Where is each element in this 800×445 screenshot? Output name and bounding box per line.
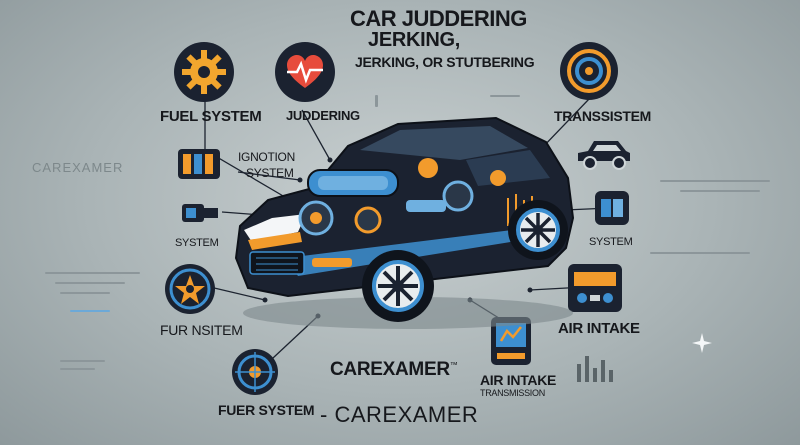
equalizer-icon [577,356,613,382]
background-streak [70,310,110,312]
label-transmission: TRANSMISSION [480,388,545,398]
label-air-intake-bottom: AIR INTAKE [480,372,557,388]
heartbeat-icon [275,42,335,102]
label-fur-nsitem: FUR NSITEM [160,322,243,338]
brand-name-bottom: - CAREXAMER [320,402,478,428]
brand-dash: - [320,402,335,427]
filter-icon [595,191,629,225]
label-system-right: SYSTEM [589,236,633,248]
label-air-intake-right: AIR INTAKE [558,320,640,337]
background-streak [60,360,105,362]
target-dial-icon [560,42,618,100]
label-juddering: JUDDERING [286,108,360,123]
sparkle-icon [692,333,712,353]
background-streak [375,95,378,107]
label-ignotion-system: SYSTEM [246,166,294,180]
background-streak [660,180,770,182]
brake-disc-icon [232,349,278,395]
main-title: CAR JUDDERING [350,6,527,31]
trademark-mark: ™ [449,360,458,370]
title-line-3: JERKING, OR STUTBERING [355,54,535,70]
label-fuer-system: FUER SYSTEM [218,402,315,418]
background-streak [490,95,520,97]
brand-name-bottom-text: CAREXAMER [334,402,479,427]
background-streak [45,272,140,274]
label-transsistem: TRANSSISTEM [554,108,652,124]
label-fuel-system: FUEL SYSTEM [160,108,262,125]
car-side-icon [578,141,630,170]
wrench-clamp-icon [182,204,218,222]
label-system-left: SYSTEM [175,237,219,249]
background-streak [60,368,95,370]
background-streak [60,292,110,294]
brand-name: CAREXAMER™ [330,359,458,381]
label-ignotion: IGNOTION [238,150,295,164]
background-streak [55,282,125,284]
battery-module-icon [178,149,220,179]
brand-name-text: CAREXAMER [330,359,450,380]
car-illustration [234,116,575,329]
background-streak [650,252,750,254]
rim-icon [165,264,215,314]
air-intake-box-icon [491,317,531,365]
background-streak [680,190,760,192]
title-line-2: JERKING, [368,29,461,51]
gear-icon [174,42,234,102]
radio-dashboard-icon [568,264,622,312]
watermark-text: CAREXAMER [32,160,124,175]
